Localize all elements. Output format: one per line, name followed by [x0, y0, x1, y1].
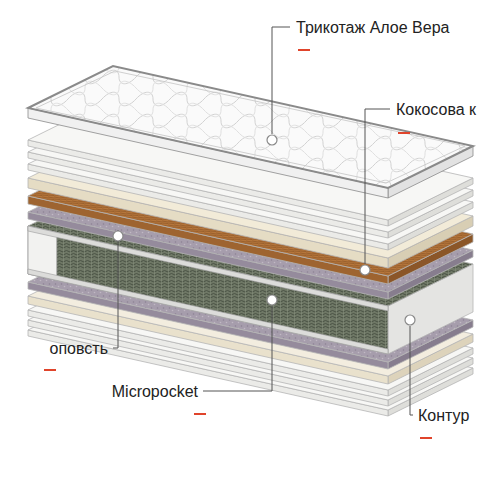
part-label: Контур	[418, 406, 469, 425]
leader-lines	[113, 27, 413, 415]
leader-line	[113, 230, 118, 348]
label-dashes	[44, 50, 432, 438]
leader-line	[203, 306, 272, 391]
part-label: Micropocket	[112, 382, 198, 401]
leader-dots	[113, 135, 415, 325]
leader-line	[410, 326, 413, 415]
part-label: Трикотаж Алое Вера	[296, 18, 449, 37]
leader-dot	[360, 265, 370, 275]
mattress-layer	[28, 66, 473, 198]
part-label: оповсть	[50, 339, 108, 358]
cover-seam	[36, 71, 465, 183]
accent-dash	[420, 437, 432, 439]
leader-dot	[405, 315, 415, 325]
leader-dot	[267, 295, 277, 305]
leader-dot	[267, 135, 277, 145]
layer-top	[28, 66, 473, 188]
accent-dash	[398, 132, 410, 134]
accent-dash	[298, 49, 310, 51]
leader-dot	[113, 231, 123, 241]
mattress-layers	[28, 66, 473, 416]
accent-dash	[194, 413, 206, 415]
leader-line	[272, 27, 290, 134]
leader-line	[365, 109, 390, 264]
part-label: Кокосова к	[396, 100, 476, 119]
accent-dash	[44, 369, 56, 371]
